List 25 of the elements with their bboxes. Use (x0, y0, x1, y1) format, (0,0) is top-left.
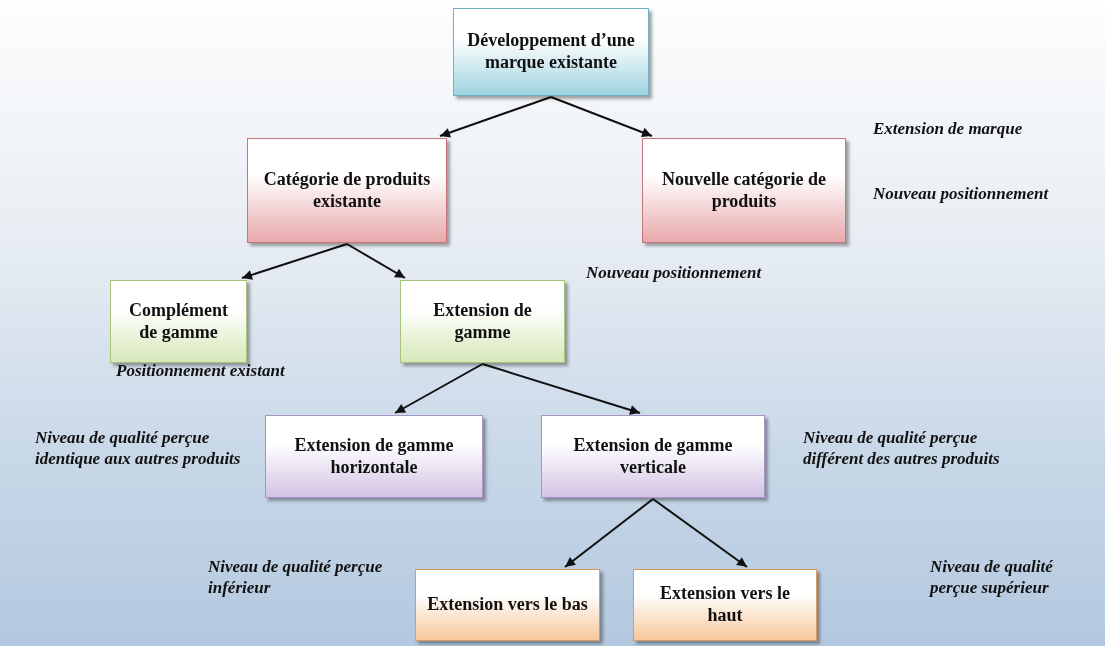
process-box: Extension de gamme horizontale (265, 415, 483, 498)
annotation-note: Positionnement existant (116, 360, 286, 382)
arrow (564, 498, 654, 568)
process-box: Catégorie de produits existante (247, 138, 447, 243)
annotation-note: Niveau de qualité perçue différent des autres produits (803, 427, 1001, 470)
arrow (550, 96, 653, 137)
annotation-note: Niveau de qualité perçue inférieur (208, 556, 384, 599)
annotation-note: Nouveau positionnement (873, 183, 1050, 205)
arrow (346, 243, 406, 279)
arrow (439, 96, 552, 138)
arrow (481, 363, 641, 415)
process-box: Nouvelle catégorie de produits (642, 138, 846, 243)
process-box: Extension vers le bas (415, 569, 600, 641)
arrow (394, 363, 484, 414)
process-box: Extension de gamme (400, 280, 565, 363)
arrow (241, 243, 348, 280)
annotation-note: Niveau de qualité perçue supérieur (930, 556, 1054, 599)
annotation-note: Nouveau positionnement (586, 262, 763, 284)
process-box: Extension de gamme verticale (541, 415, 765, 498)
annotation-note: Niveau de qualité perçue identique aux autres produits (35, 427, 242, 470)
process-box: Extension vers le haut (633, 569, 817, 641)
arrow (652, 498, 748, 568)
annotation-note: Extension de marque (873, 118, 1024, 140)
process-box: Développement d’une marque existante (453, 8, 649, 96)
process-box: Complément de gamme (110, 280, 247, 363)
